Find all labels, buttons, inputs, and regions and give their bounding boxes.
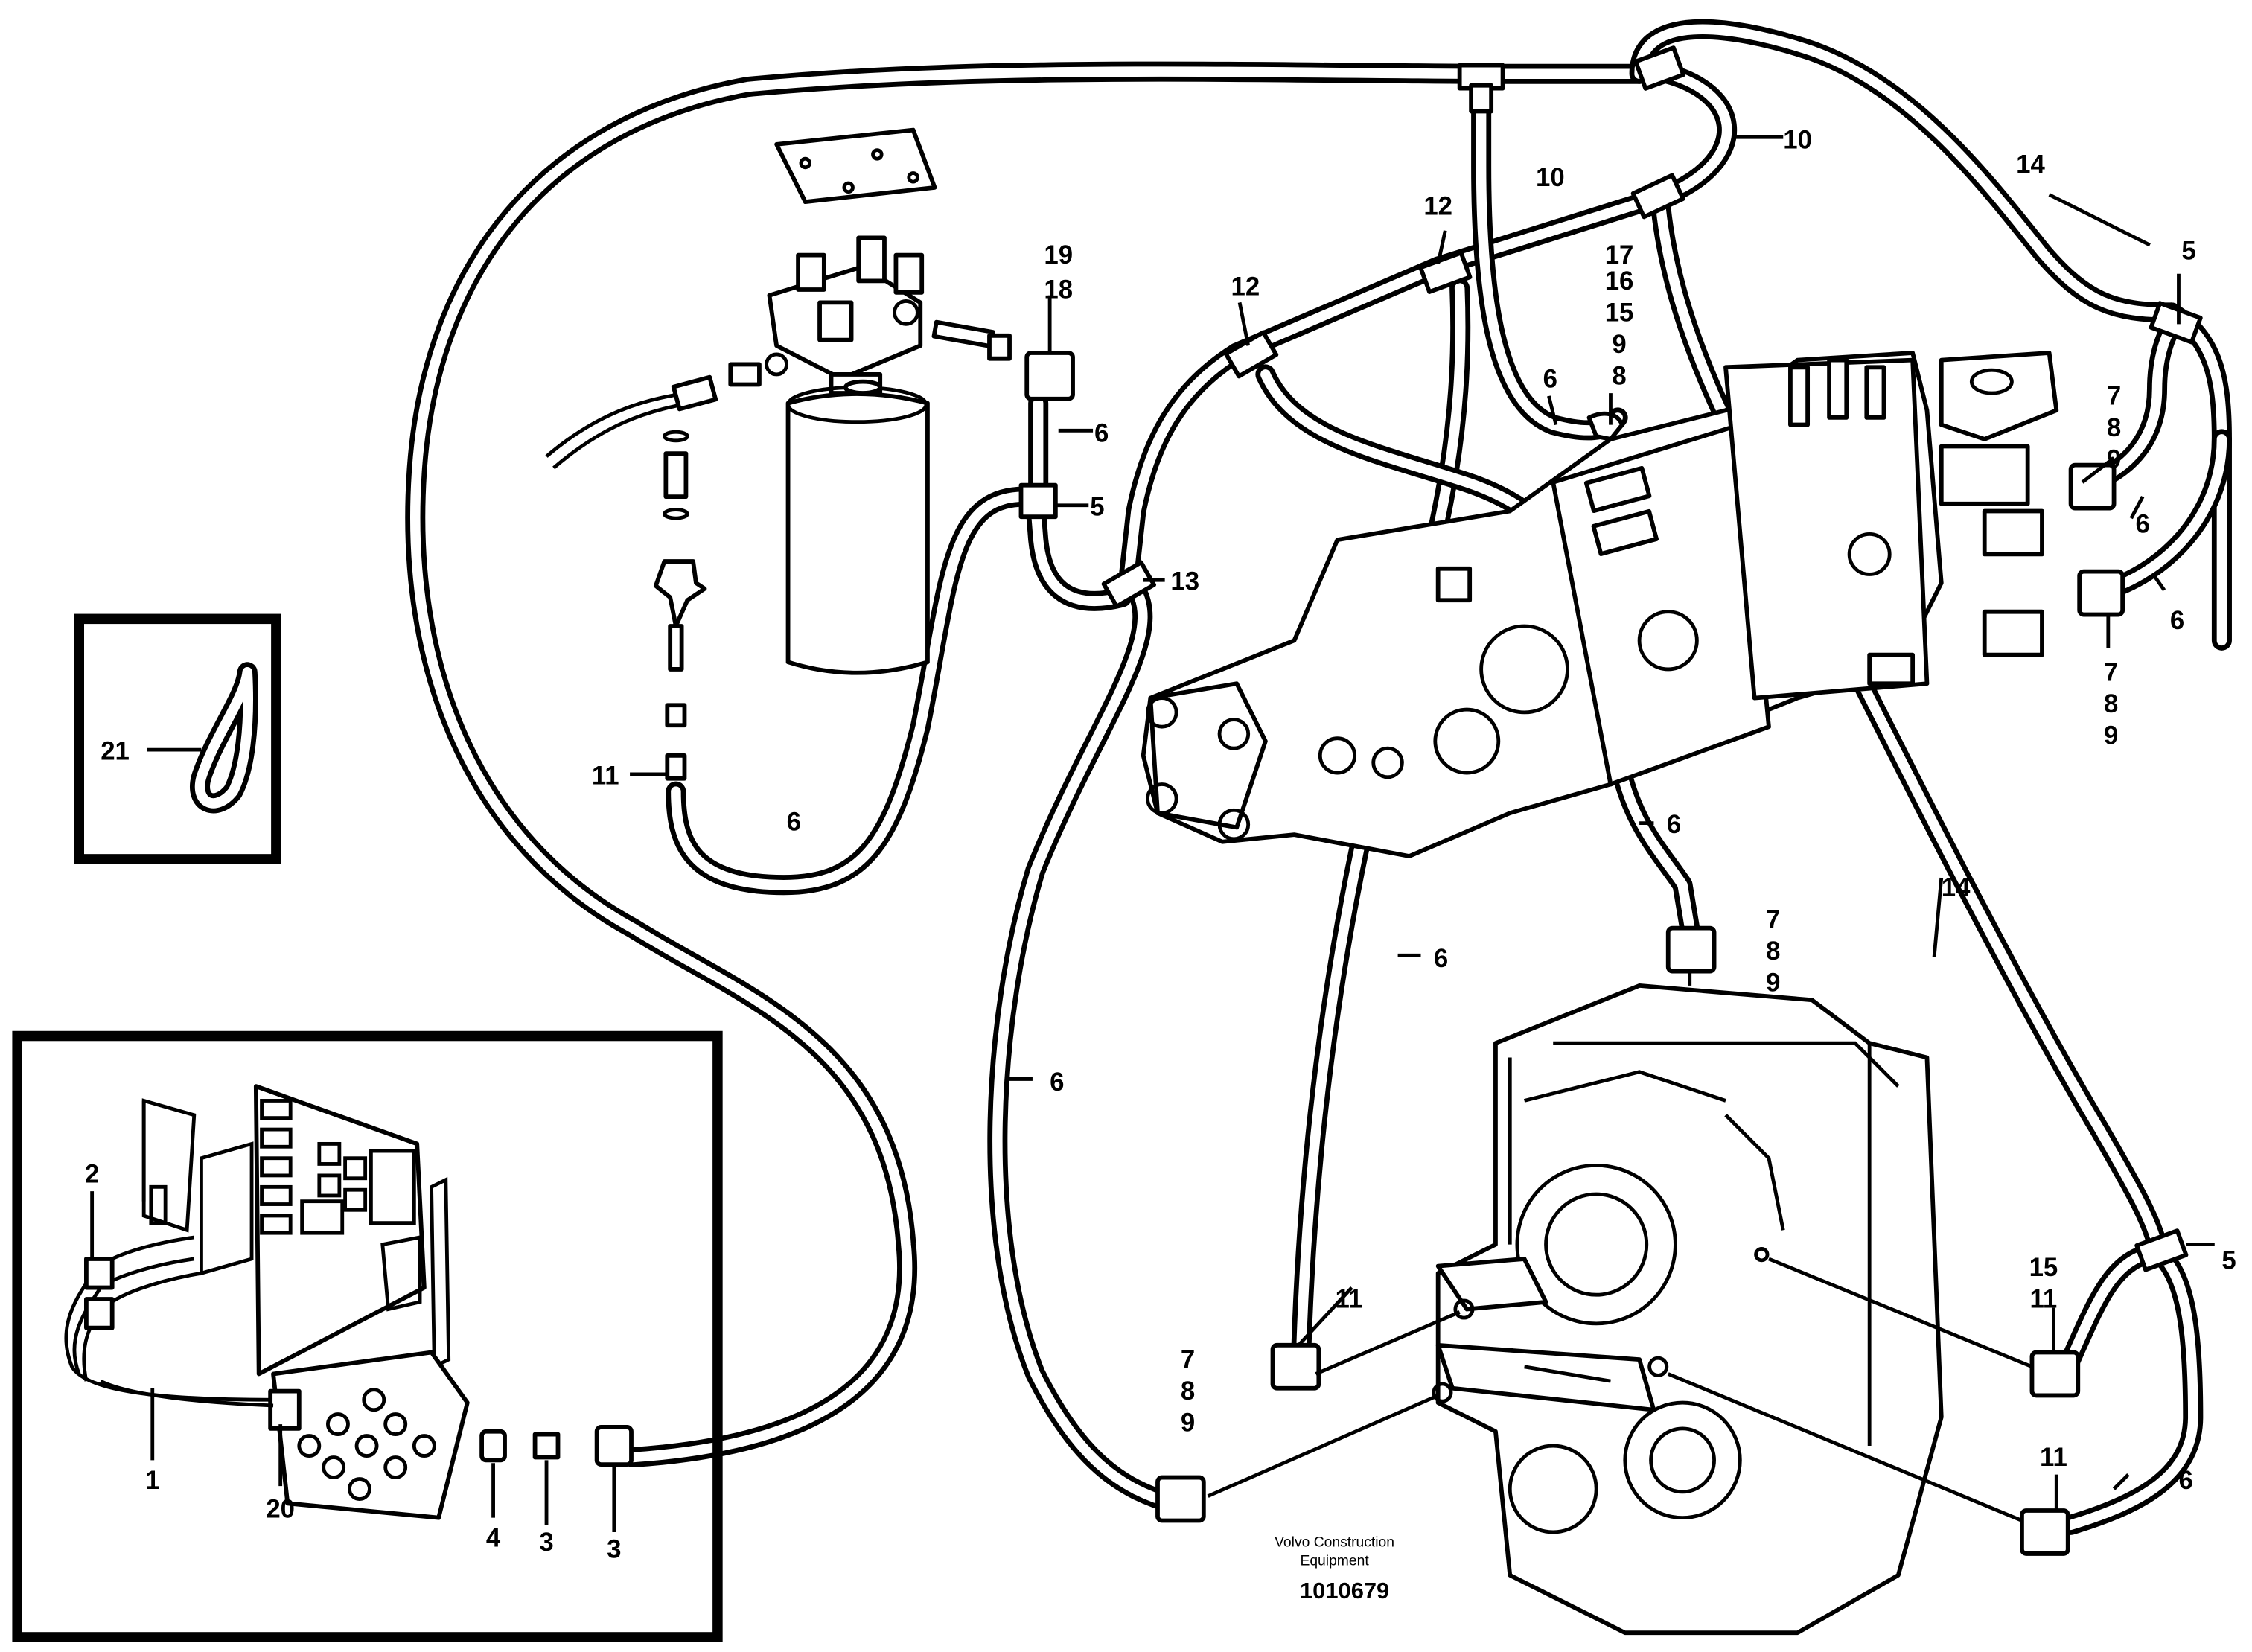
callout-7e: 7: [1181, 1346, 1195, 1374]
callout-11b: 11: [1336, 1286, 1363, 1314]
credit-line-1: Volvo Construction: [1275, 1534, 1394, 1550]
callout-13: 13: [1170, 568, 1199, 596]
callout-8b: 8: [2107, 414, 2121, 442]
circuit-board: [253, 1084, 427, 1377]
callout-5b: 5: [1090, 493, 1104, 521]
callout-9e: 9: [1181, 1409, 1195, 1438]
callout-14a: 14: [2016, 151, 2045, 179]
callout-3a: 3: [539, 1528, 553, 1557]
callout-9d: 9: [1766, 969, 1780, 998]
inset-frame-tie: [74, 613, 281, 864]
callout-8c: 8: [2104, 690, 2118, 718]
tee-5-left: [1018, 482, 1058, 520]
credit-line-2: Equipment: [1300, 1553, 1369, 1569]
tee-12-right: [1418, 250, 1473, 294]
pump-assembly: [1141, 351, 2059, 858]
callout-4: 4: [486, 1524, 501, 1552]
callout-19: 19: [1044, 241, 1073, 270]
callout-16: 16: [1605, 267, 1634, 296]
callout-11d: 11: [2040, 1444, 2067, 1472]
callout-11a: 11: [592, 762, 619, 790]
sensor-connectors: [665, 351, 2125, 1556]
connector-11-left: [1270, 1342, 1321, 1391]
callout-7b: 7: [2107, 383, 2121, 411]
filter-assembly: [653, 127, 1012, 675]
relay-blocks: [260, 1099, 416, 1235]
callout-6d: 6: [2170, 607, 2184, 635]
callout-10a: 10: [1783, 127, 1812, 155]
callout-8d: 8: [1766, 937, 1780, 966]
tee-5-right-bottom: [2134, 1228, 2189, 1272]
callout-8e: 8: [1181, 1377, 1195, 1406]
callout-3b: 3: [607, 1536, 621, 1564]
callout-6a: 6: [1543, 365, 1557, 393]
callout-2: 2: [85, 1161, 99, 1189]
callout-15b: 15: [2029, 1254, 2058, 1282]
callout-18: 18: [1044, 276, 1073, 304]
callout-7d: 7: [1766, 906, 1780, 934]
callout-11c: 11: [2030, 1286, 2058, 1314]
callout-15a: 15: [1605, 299, 1634, 327]
connector-789-bottom: [1155, 1475, 1206, 1523]
callout-12a: 12: [1423, 193, 1452, 221]
callout-6h: 6: [1050, 1068, 1064, 1097]
callout-20: 20: [266, 1496, 295, 1524]
connector-789-center: [1665, 925, 1717, 974]
tee-13: [1101, 560, 1157, 609]
callout-8a: 8: [1612, 362, 1626, 390]
callout-6g: 6: [1434, 945, 1448, 973]
filter-canister: [785, 392, 930, 675]
callout-21: 21: [101, 738, 130, 766]
inset-cable-tie: [74, 613, 281, 864]
connector-11-bottom-right: [2020, 1508, 2070, 1556]
tee-10: [1630, 173, 1685, 220]
gearbox-body: [1435, 983, 1944, 1636]
grommet-4: [479, 1429, 507, 1463]
nut-3-small: [532, 1432, 561, 1460]
inset-control-unit: [12, 1030, 723, 1642]
drawing-credits: Volvo Construction Equipment 1010679: [1275, 1534, 1394, 1604]
transmission-housing: [1432, 983, 1944, 1636]
callout-12b: 12: [1231, 273, 1260, 302]
connector-18-19: [1024, 351, 1075, 401]
inset-frame-control: [12, 1030, 723, 1642]
callout-1: 1: [145, 1467, 159, 1495]
leader-lines: [630, 135, 2215, 1522]
callout-7c: 7: [2104, 658, 2118, 686]
callout-5a: 5: [2181, 237, 2195, 265]
callout-5c: 5: [2221, 1246, 2236, 1275]
callout-9a: 9: [1612, 331, 1626, 359]
callout-6b: 6: [1094, 420, 1109, 448]
tee-12-left: [1223, 330, 1279, 379]
callout-6f: 6: [1667, 811, 1681, 839]
nut-3-large: [594, 1425, 634, 1467]
callout-6c: 6: [2136, 510, 2150, 538]
connector-789-right-top: [2068, 462, 2117, 511]
tee-fittings: [1018, 45, 2203, 1272]
callout-6i: 6: [2178, 1467, 2192, 1495]
callout-10b: 10: [1536, 164, 1565, 192]
connector-15-11: [2029, 1350, 2081, 1398]
callout-6e: 6: [787, 808, 801, 836]
callout-9b: 9: [2107, 446, 2121, 474]
mounting-plate: [774, 127, 937, 205]
callout-14b: 14: [1942, 874, 1971, 902]
callout-labels: 10 10 14 14 12 12 19 18 17 16 15 9 8 6 6…: [85, 127, 2236, 1564]
callout-17: 17: [1605, 241, 1634, 270]
connector-789-right-mid: [2077, 569, 2125, 617]
drawing-number: 1010679: [1300, 1578, 1389, 1604]
tee-top-right: [1633, 45, 1686, 91]
callout-9c: 9: [2104, 721, 2118, 750]
